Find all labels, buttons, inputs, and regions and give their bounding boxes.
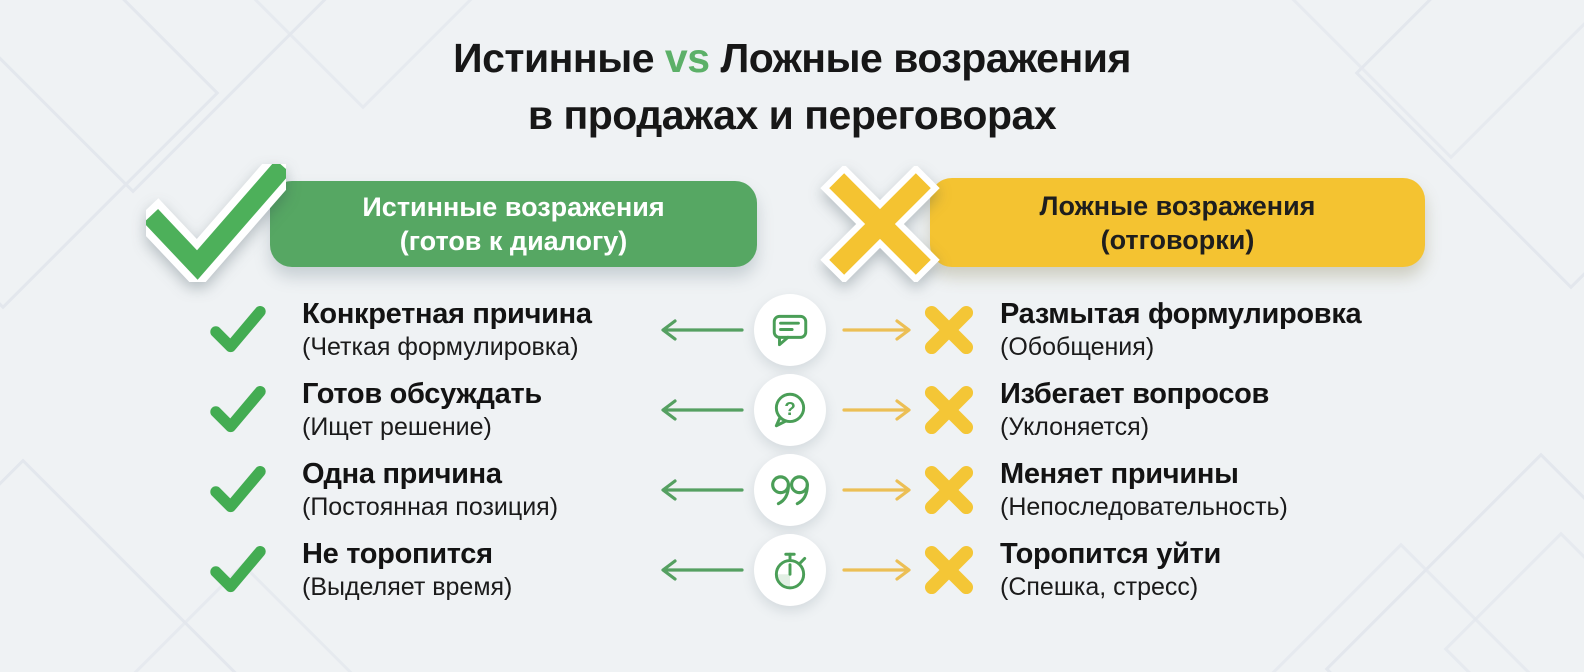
true-item: Конкретная причина (Четкая формулировка) bbox=[302, 298, 662, 362]
arrow-right-icon bbox=[842, 559, 911, 581]
true-item-note: (Выделяет время) bbox=[302, 573, 513, 601]
true-item-note: (Четкая формулировка) bbox=[302, 333, 579, 361]
check-icon bbox=[210, 386, 266, 433]
false-item: Размытая формулировка (Обобщения) bbox=[1000, 298, 1440, 362]
svg-text:?: ? bbox=[784, 399, 796, 420]
check-icon bbox=[210, 546, 266, 593]
title-vs: vs bbox=[664, 35, 710, 81]
true-item: Не торопится (Выделяет время) bbox=[302, 538, 662, 602]
arrow-right-icon bbox=[842, 319, 911, 341]
comparison-row: Одна причина (Постоянная позиция) Меняет… bbox=[0, 450, 1584, 530]
arrow-left-icon bbox=[661, 479, 744, 501]
arrow-left-icon bbox=[661, 319, 744, 341]
x-icon bbox=[820, 166, 940, 282]
title-part-1: Истинные bbox=[453, 35, 655, 81]
check-icon bbox=[210, 466, 266, 513]
false-banner-heading: Ложные возражения bbox=[1039, 190, 1316, 221]
true-banner-heading: Истинные возражения bbox=[362, 192, 665, 222]
comparison-row: Конкретная причина (Четкая формулировка)… bbox=[0, 290, 1584, 370]
false-item-note: (Непоследовательность) bbox=[1000, 493, 1288, 521]
false-item-note: (Уклоняется) bbox=[1000, 413, 1150, 441]
quotes-icon bbox=[771, 475, 809, 506]
true-banner-subheading: (готов к диалогу) bbox=[399, 226, 628, 256]
x-icon bbox=[924, 305, 974, 355]
false-item-title: Торопится уйти bbox=[1000, 538, 1222, 570]
arrow-right-icon bbox=[842, 479, 911, 501]
false-item: Избегает вопросов (Уклоняется) bbox=[1000, 378, 1440, 442]
x-icon bbox=[924, 545, 974, 595]
title-part-2: Ложные возражения bbox=[720, 35, 1131, 81]
true-item-note: (Постоянная позиция) bbox=[302, 493, 559, 521]
true-item-title: Готов обсуждать bbox=[302, 378, 542, 410]
false-item-note: (Спешка, стресс) bbox=[1000, 573, 1199, 601]
true-item: Одна причина (Постоянная позиция) bbox=[302, 458, 662, 522]
false-item-title: Избегает вопросов bbox=[1000, 378, 1270, 410]
false-item-note: (Обобщения) bbox=[1000, 333, 1155, 361]
false-item-title: Размытая формулировка bbox=[1000, 298, 1362, 330]
check-icon bbox=[210, 306, 266, 353]
x-icon bbox=[924, 385, 974, 435]
true-objections-banner: Истинные возражения (готов к диалогу) bbox=[270, 181, 757, 267]
true-item-note: (Ищет решение) bbox=[302, 413, 492, 441]
question-bubble-icon: ? bbox=[774, 392, 806, 428]
false-objections-banner: Ложные возражения (отговорки) bbox=[930, 178, 1425, 267]
page-title: Истинные vs Ложные возражения в продажах… bbox=[0, 30, 1584, 144]
true-item-title: Конкретная причина bbox=[302, 298, 592, 330]
false-item-title: Меняет причины bbox=[1000, 458, 1239, 490]
true-item: Готов обсуждать (Ищет решение) bbox=[302, 378, 662, 442]
title-line-2: в продажах и переговорах bbox=[527, 92, 1057, 138]
stopwatch-icon bbox=[774, 552, 807, 590]
true-item-title: Одна причина bbox=[302, 458, 502, 490]
false-banner-subheading: (отговорки) bbox=[1100, 224, 1255, 255]
row-icon-circle bbox=[754, 294, 826, 366]
row-icon-circle bbox=[754, 534, 826, 606]
row-icon-circle: ? bbox=[754, 374, 826, 446]
true-item-title: Не торопится bbox=[302, 538, 493, 570]
chat-bubble-icon bbox=[772, 314, 808, 347]
check-icon bbox=[146, 164, 286, 282]
arrow-left-icon bbox=[661, 559, 744, 581]
false-item: Меняет причины (Непоследовательность) bbox=[1000, 458, 1440, 522]
comparison-row: Готов обсуждать (Ищет решение) ? Избегае… bbox=[0, 370, 1584, 450]
x-icon bbox=[924, 465, 974, 515]
row-icon-circle bbox=[754, 454, 826, 526]
comparison-row: Не торопится (Выделяет время) bbox=[0, 530, 1584, 610]
title-line-1: Истинные vs Ложные возражения bbox=[0, 30, 1584, 87]
arrow-right-icon bbox=[842, 399, 911, 421]
false-item: Торопится уйти (Спешка, стресс) bbox=[1000, 538, 1440, 602]
arrow-left-icon bbox=[661, 399, 744, 421]
